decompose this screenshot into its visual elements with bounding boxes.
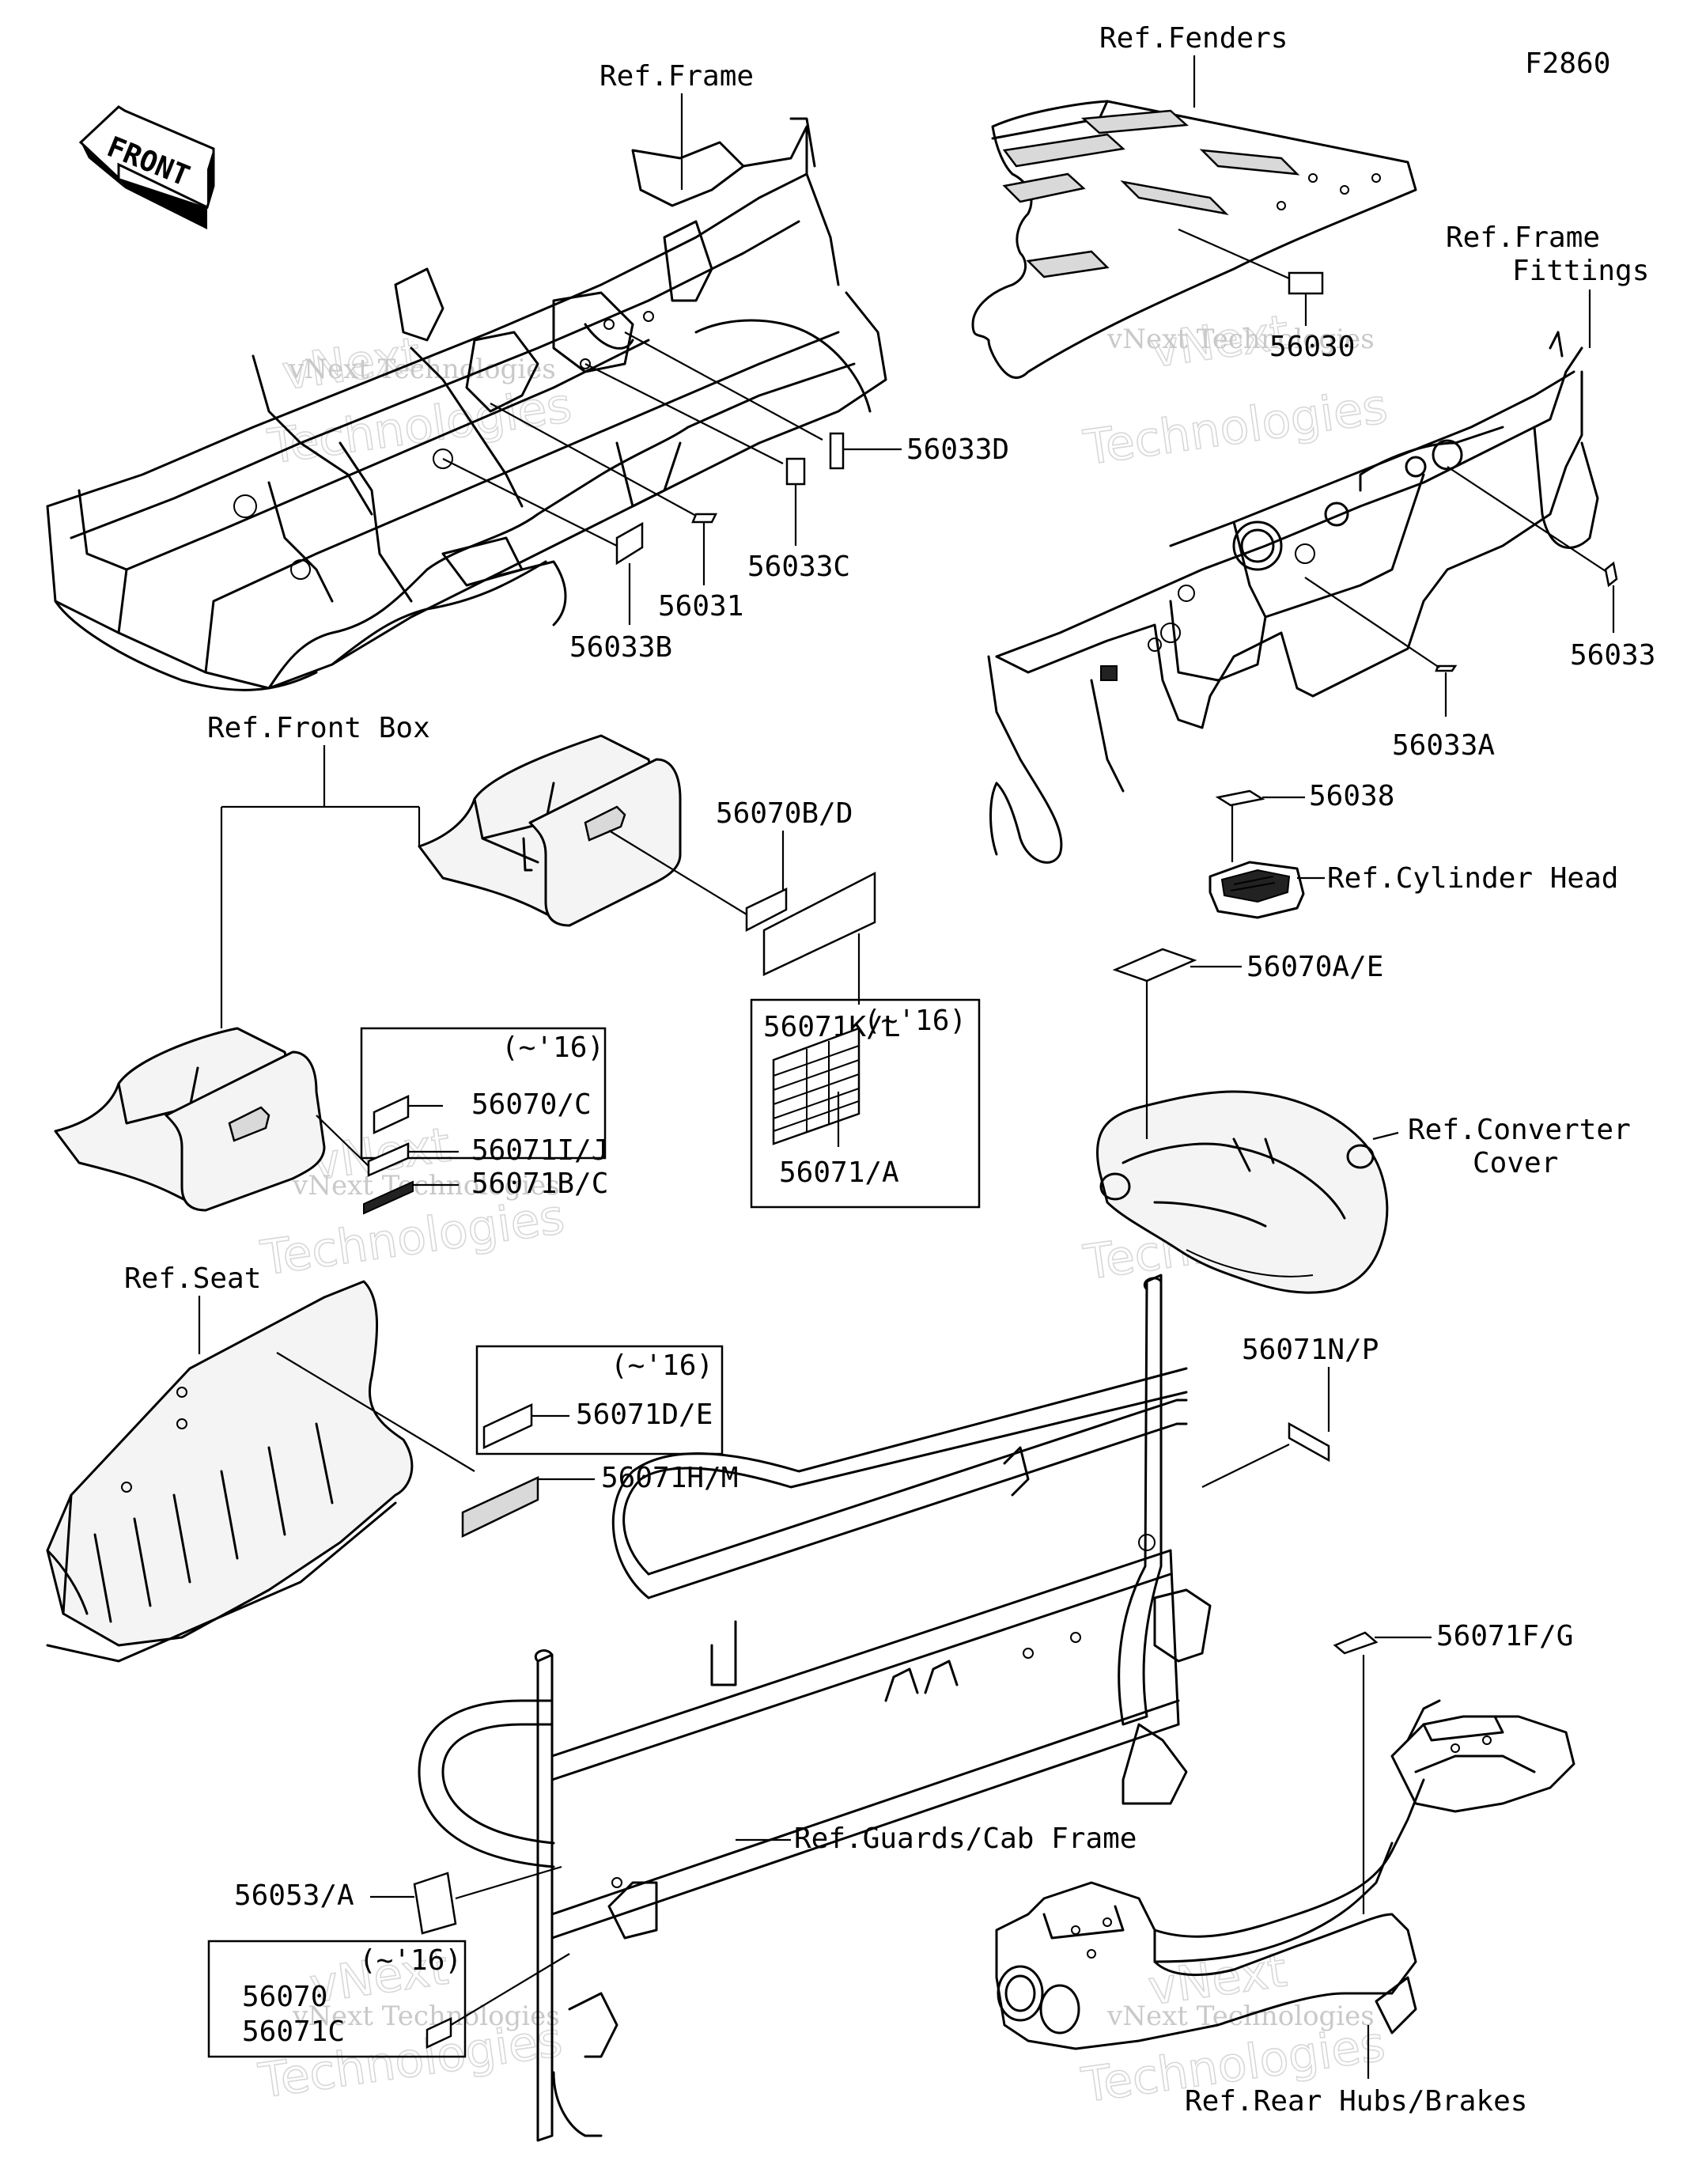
part-56033B: 56033B <box>569 631 672 664</box>
ref-frame-label: Ref.Frame <box>600 60 754 93</box>
decal-56070-56071C <box>426 2017 452 2049</box>
part-56070BD: 56070B/D <box>716 797 853 830</box>
leader-56071NP-to-frame <box>1201 1444 1290 1488</box>
watermark-text: vNext Technologies <box>292 2000 560 2032</box>
decal-56071BC <box>363 1180 414 1215</box>
part-56070C: 56070/C <box>471 1088 592 1121</box>
ref-guards-cab-frame-label: Ref.Guards/Cab Frame <box>794 1823 1137 1855</box>
part-56070-bottom: 56070 <box>242 1981 327 2013</box>
decal-56070AE <box>1112 948 1197 982</box>
decal-56071DE <box>482 1403 533 1449</box>
decal-56033A <box>1435 664 1458 672</box>
cab-frame-drawing <box>418 1274 1212 2142</box>
decal-56071NP <box>1288 1421 1330 1463</box>
seat-year-note: (~'16) <box>611 1349 713 1382</box>
decal-56071A-year-box <box>750 998 981 1209</box>
rear-hubs-drawing <box>995 1699 1575 2050</box>
decal-56030 <box>1288 271 1324 295</box>
part-56071HM: 56071H/M <box>601 1462 738 1494</box>
watermark-text: vNext Technologies <box>1106 2000 1375 2032</box>
decal-56071IJ <box>367 1142 410 1177</box>
front-box-lower-drawing <box>54 1027 326 1212</box>
decal-56033C <box>785 457 806 486</box>
watermark-text: vNext Technologies <box>1106 324 1375 355</box>
decal-56071HM <box>461 1476 539 1538</box>
front-direction-arrow-icon: FRONT <box>78 105 215 229</box>
leader-56071HM-to-seat <box>276 1352 475 1472</box>
decal-56033 <box>1604 561 1618 588</box>
leader-converter-cover <box>1372 1131 1399 1141</box>
part-56033D: 56033D <box>906 433 1009 466</box>
leader-56033-to-frame <box>1447 466 1606 572</box>
decal-56071FG <box>1333 1631 1379 1655</box>
part-56030: 56030 <box>1269 331 1355 363</box>
decal-56033D <box>829 432 845 470</box>
seat-drawing <box>46 1280 414 1663</box>
frame-fittings-drawing <box>987 331 1599 864</box>
decal-56070BD <box>745 888 788 933</box>
main-frame-drawing <box>46 117 887 691</box>
front-box-upper-drawing <box>418 734 682 927</box>
part-56071NP: 56071N/P <box>1242 1334 1379 1366</box>
seat-year-box <box>475 1345 724 1455</box>
part-56038: 56038 <box>1309 780 1394 812</box>
leader-56033B-to-frame <box>442 458 618 547</box>
decal-56038 <box>1215 789 1265 807</box>
part-56071C-bottom: 56071C <box>242 2016 345 2048</box>
ref-front-box-label: Ref.Front Box <box>207 712 430 744</box>
leader-56031-to-frame <box>490 403 697 517</box>
front-box-year-box <box>360 1027 607 1160</box>
part-56033C: 56033C <box>747 551 850 583</box>
leader-56070-56071C <box>450 1953 570 2026</box>
decal-56031 <box>691 513 718 524</box>
leader-56033A-to-frame <box>1304 577 1440 668</box>
leader-56033C-to-frame <box>584 363 784 464</box>
part-56071BC: 56071B/C <box>471 1168 608 1200</box>
ref-front-box-leader <box>220 745 421 1028</box>
fenders-drawing <box>971 100 1417 379</box>
part-56071IJ: 56071I/J <box>471 1134 608 1167</box>
leader-56030-to-fender <box>1178 228 1290 280</box>
decal-56033B <box>615 521 644 566</box>
bottom-year-note: (~'16) <box>359 1944 462 1977</box>
ref-converter-cover-label-1: Ref.Converter <box>1408 1114 1631 1146</box>
decal-56071KL <box>762 871 876 976</box>
leader-56071IJ-to-box <box>316 1115 369 1167</box>
converter-cover-drawing <box>1095 1090 1389 1294</box>
part-56033: 56033 <box>1570 639 1655 672</box>
watermark-technologies: Technologies <box>257 1189 567 1286</box>
decal-56071A <box>772 1027 861 1145</box>
ref-rear-hubs-brakes-label: Ref.Rear Hubs/Brakes <box>1185 2085 1527 2118</box>
figure-id: F2860 <box>1525 47 1610 80</box>
part-56031: 56031 <box>658 590 743 623</box>
ref-fenders-label: Ref.Fenders <box>1099 22 1288 55</box>
bottom-year-box <box>207 1940 467 2058</box>
part-56071DE: 56071D/E <box>576 1399 713 1431</box>
decal-56070C <box>373 1095 410 1134</box>
leader-56053A-to-frame <box>455 1865 562 1900</box>
part-56070AE: 56070A/E <box>1246 951 1383 983</box>
leader-56033D-to-frame <box>624 331 823 441</box>
cylinder-head-drawing <box>1209 861 1305 919</box>
part-56071FG: 56071F/G <box>1436 1620 1573 1652</box>
part-56071A: 56071/A <box>779 1156 899 1189</box>
ref-frame-fittings-label-2: Fittings <box>1512 255 1649 287</box>
part-56033A: 56033A <box>1392 729 1495 762</box>
decal-56071A-year-note: (~'16) <box>864 1005 966 1037</box>
leader-56070BD-to-box <box>608 830 747 915</box>
ref-cylinder-head-label: Ref.Cylinder Head <box>1327 862 1618 895</box>
watermark-technologies: Technologies <box>1080 379 1390 476</box>
front-box-year-note: (~'16) <box>501 1031 604 1064</box>
ref-frame-fittings-label-1: Ref.Frame <box>1446 221 1600 254</box>
ref-converter-cover-label-2: Cover <box>1473 1147 1558 1179</box>
part-56053A: 56053/A <box>234 1879 354 1912</box>
ref-seat-label: Ref.Seat <box>124 1262 261 1295</box>
decal-56053A <box>413 1872 457 1935</box>
